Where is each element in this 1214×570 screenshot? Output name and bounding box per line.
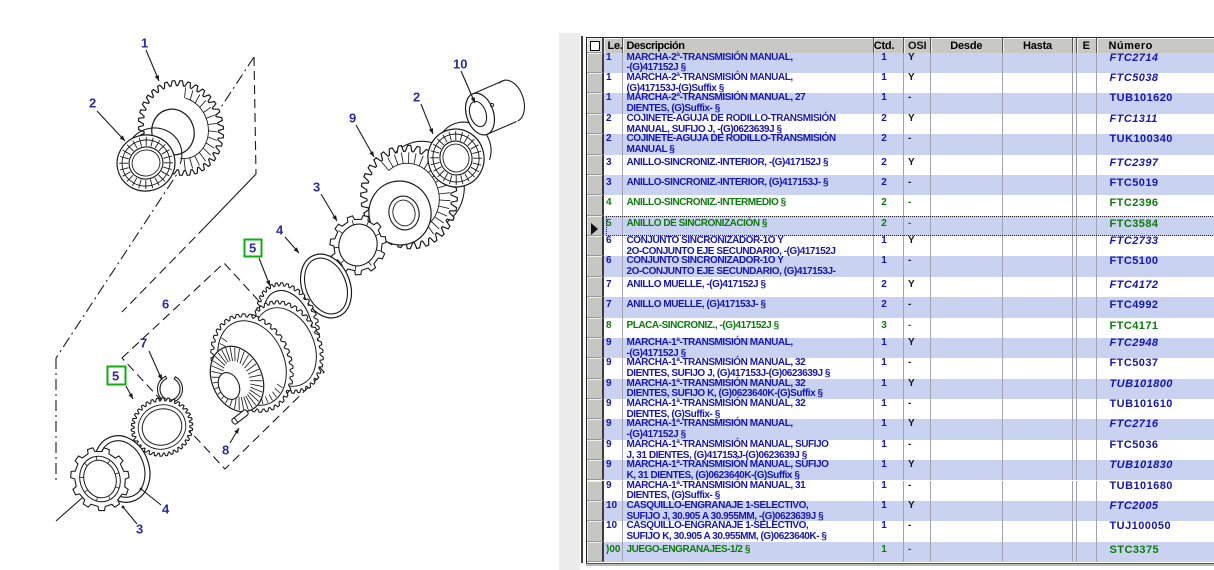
svg-text:4: 4 bbox=[276, 223, 284, 238]
svg-text:5: 5 bbox=[249, 241, 256, 256]
svg-text:2: 2 bbox=[413, 90, 420, 105]
svg-text:6: 6 bbox=[162, 297, 169, 312]
svg-text:8: 8 bbox=[222, 443, 229, 458]
svg-text:2: 2 bbox=[89, 96, 96, 111]
svg-text:10: 10 bbox=[453, 57, 467, 72]
svg-text:7: 7 bbox=[140, 336, 147, 351]
svg-text:3: 3 bbox=[313, 180, 320, 195]
svg-text:3: 3 bbox=[136, 522, 143, 537]
svg-text:9: 9 bbox=[349, 111, 356, 126]
svg-text:5: 5 bbox=[112, 369, 119, 384]
svg-text:1: 1 bbox=[141, 36, 148, 51]
svg-text:4: 4 bbox=[162, 502, 170, 517]
